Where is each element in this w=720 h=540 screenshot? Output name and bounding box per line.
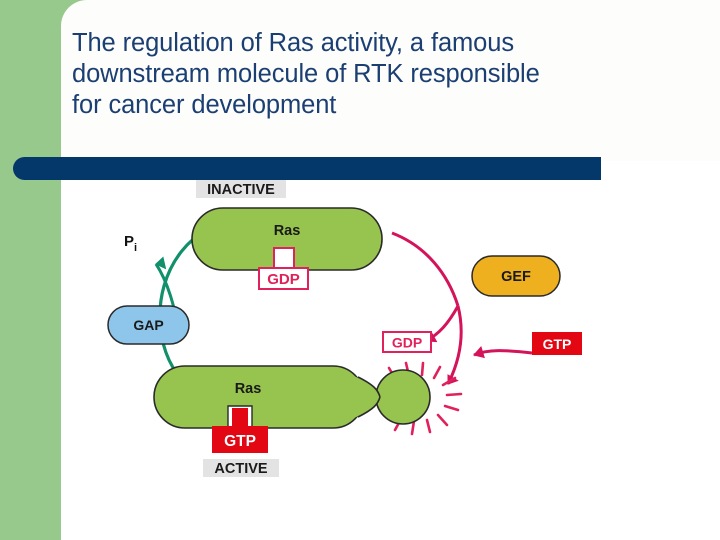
pi-label: P [124,233,134,250]
ras-active-body [153,365,365,429]
ras-active-node: Ras [153,361,463,436]
pi-release-arrow-head [155,256,167,270]
ras-inactive-node: Ras [191,207,383,271]
inactive-state-label-group: INACTIVE [196,180,286,198]
gtp-free-box-group: GTP [532,332,582,355]
ras-active-neck [354,376,380,418]
inactive-state-label: INACTIVE [207,182,275,198]
gtp-free-box [532,332,582,355]
title-accent-bar [13,157,601,180]
active-state-label-group: ACTIVE [203,459,279,477]
inactive-label-bg [196,180,286,198]
gtp-bound-box-group: GTP [212,426,268,453]
ras-active-effector-lobe [375,369,431,425]
gdp-free-box [382,331,432,353]
gef-body [471,255,561,297]
gdp-bound-box [258,267,309,290]
gdp-free-box-group: GDP [382,331,432,353]
gap-body [107,305,190,345]
gef-node: GEF [471,255,561,297]
exchange-arrow-lower [446,305,463,385]
gtp-binding-notch-fill [232,408,248,430]
active-state-label: ACTIVE [214,461,268,477]
gdp-bound-box-group: GDP [258,267,309,290]
ras-inactive-label: Ras [274,223,301,239]
title-white-card [61,0,720,161]
gdp-free-label: GDP [392,335,422,351]
gtp-bound-box [212,426,268,453]
ras-active-neck-top-edge [357,376,381,398]
gdp-binding-notch [273,247,295,270]
gap-label: GAP [133,317,163,333]
ras-active-neck-bottom-edge [357,396,381,418]
gef-label: GEF [501,269,531,285]
ras-cycle-diagram: INACTIVE Ras GDP P i GAP [96,178,616,483]
gtp-input-arrow-head [473,345,485,359]
gtp-bound-label: GTP [224,433,256,450]
gtp-free-label: GTP [543,336,572,352]
left-green-strip [0,0,61,540]
gap-node: GAP [107,305,190,345]
active-label-bg [203,459,279,477]
exchange-arrow-upper [391,231,460,307]
pi-subscript-label: i [134,242,137,254]
slide-title: The regulation of Ras activity, a famous… [72,29,540,119]
ras-active-label: Ras [235,381,262,397]
gdp-bound-label: GDP [267,271,300,288]
pi-annotation-group: P i [124,233,137,254]
